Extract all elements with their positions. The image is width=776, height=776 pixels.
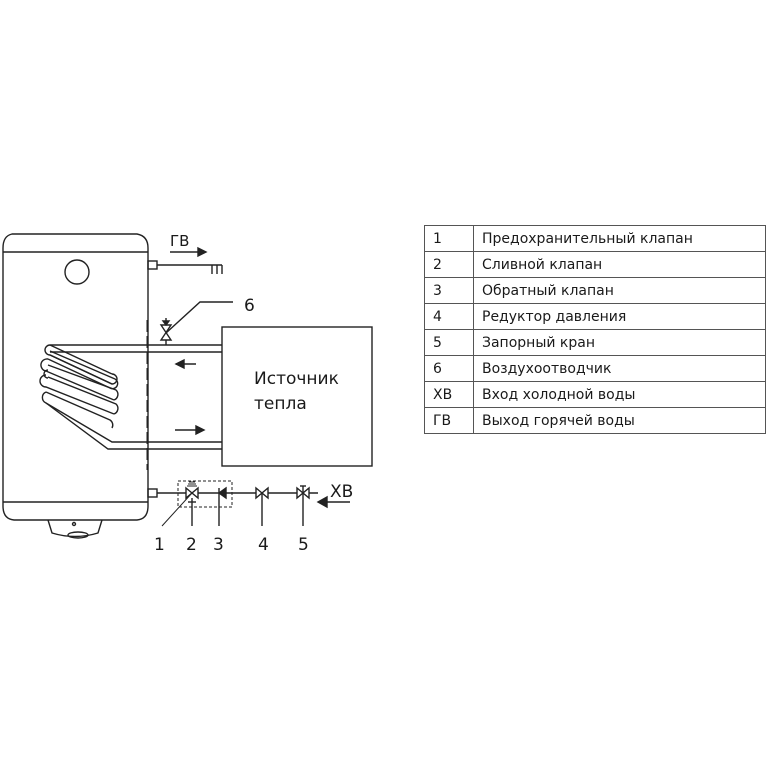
thermometer-icon xyxy=(64,259,90,285)
legend-key: 6 xyxy=(424,355,474,382)
callout-leader-6 xyxy=(165,301,233,334)
cold-inlet-fitting xyxy=(147,488,158,498)
safety-group-box xyxy=(177,480,233,508)
hot-outlet-fitting xyxy=(147,260,158,270)
water-heater-tank xyxy=(2,233,149,521)
legend-key: ХВ xyxy=(424,381,474,408)
callout-4: 4 xyxy=(258,535,269,555)
legend-value: Вход холодной воды xyxy=(473,381,766,408)
legend-value: Редуктор давления xyxy=(473,303,766,330)
return-flow-arrow-head xyxy=(174,358,185,370)
legend-key: 3 xyxy=(424,277,474,304)
heat-source-box xyxy=(221,326,373,467)
legend-key: 1 xyxy=(424,225,474,252)
callout-6: 6 xyxy=(244,296,255,316)
cold-water-label: ХВ xyxy=(330,482,353,502)
shut-off-valve xyxy=(296,485,310,526)
heat-source-label-line2: тепла xyxy=(254,394,307,414)
check-valve xyxy=(217,486,227,526)
supply-flow-arrow-head xyxy=(195,424,206,436)
cold-water-arrow-head xyxy=(316,495,328,509)
tank-indicator-dot xyxy=(71,521,77,527)
callout-3: 3 xyxy=(213,535,224,555)
hot-water-label: ГВ xyxy=(170,232,189,250)
heat-exchanger-coil xyxy=(39,344,222,450)
legend-value: Выход горячей воды xyxy=(473,407,766,434)
tap-symbol xyxy=(211,265,223,274)
air-vent-valve xyxy=(159,318,173,345)
safety-valve xyxy=(185,481,199,526)
legend-value: Обратный клапан xyxy=(473,277,766,304)
tank-bottom-flange xyxy=(67,531,89,539)
legend-value: Запорный кран xyxy=(473,329,766,356)
legend-value: Предохранительный клапан xyxy=(473,225,766,252)
heat-source-label-line1: Источник xyxy=(254,369,339,389)
legend-value: Сливной клапан xyxy=(473,251,766,278)
callout-1: 1 xyxy=(154,535,165,555)
legend-key: 2 xyxy=(424,251,474,278)
pressure-reducer xyxy=(255,486,269,526)
tank-bottom-cover xyxy=(47,519,103,538)
hot-water-arrow-head xyxy=(197,246,208,258)
legend-key: 4 xyxy=(424,303,474,330)
callout-5: 5 xyxy=(298,535,309,555)
legend-key: 5 xyxy=(424,329,474,356)
legend-key: ГВ xyxy=(424,407,474,434)
legend-value: Воздухоотводчик xyxy=(473,355,766,382)
callout-leader-1 xyxy=(161,492,193,527)
callout-2: 2 xyxy=(186,535,197,555)
